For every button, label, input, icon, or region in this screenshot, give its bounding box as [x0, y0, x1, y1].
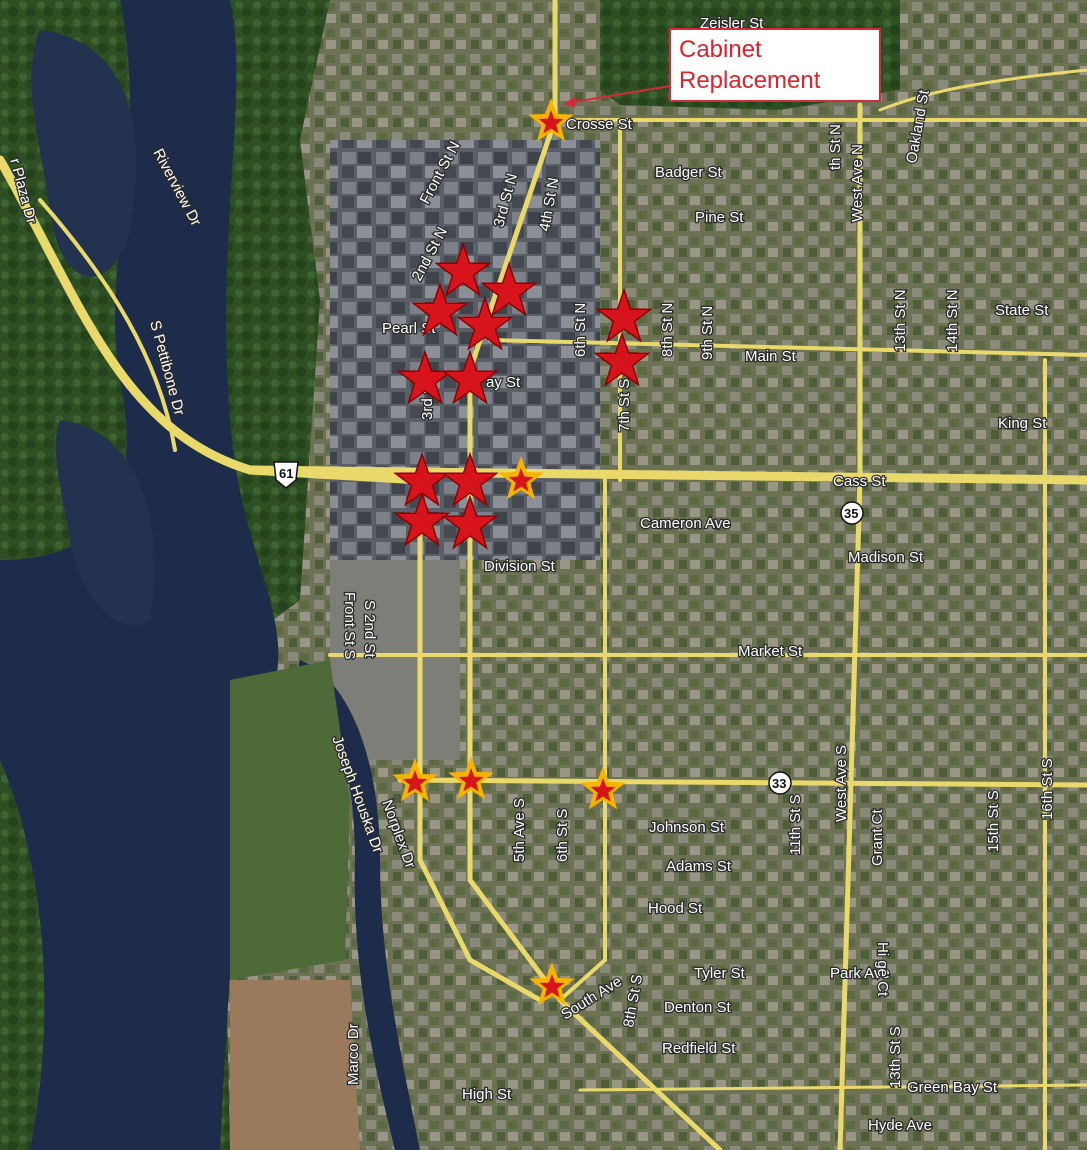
street-label: Grant Ct [869, 808, 886, 866]
red-star-marker[interactable] [441, 494, 499, 550]
sand-lot [230, 980, 360, 1150]
street-label: Badger St [655, 164, 723, 181]
industrial-area [330, 560, 460, 760]
street-label: S 2nd St [361, 600, 378, 658]
cabinet-replacement-callout: Cabinet Replacement [669, 28, 881, 102]
street-label: 6th St S [554, 809, 571, 862]
street-label: 13th St N [892, 289, 909, 352]
gold-star-center [538, 110, 564, 134]
south-park-area [230, 660, 350, 980]
red-star-marker[interactable] [393, 491, 451, 547]
svg-text:61: 61 [279, 466, 293, 481]
wi-35-shield: 35 [840, 501, 864, 525]
street-label: Green Bay St [907, 1079, 998, 1096]
street-label: Marco Dr [345, 1023, 362, 1085]
callout-arrow [567, 85, 671, 104]
street-label: Cameron Ave [640, 515, 731, 532]
street-label: Hood St [648, 900, 703, 917]
street-label: West Ave S [833, 745, 850, 822]
street-label: 15th St S [985, 790, 1002, 852]
street-label: th St N [827, 124, 844, 170]
street-label: Hi ge Ct [874, 942, 891, 997]
callout-arrowhead [564, 96, 576, 108]
street-label: Pine St [695, 209, 744, 226]
red-star-marker[interactable] [593, 331, 651, 387]
street-label: 16th St S [1039, 758, 1056, 820]
gold-star-center [590, 778, 616, 802]
street-label: 13th St S [887, 1026, 904, 1088]
street-label: 14th St N [944, 289, 961, 352]
street-label: Hyde Ave [868, 1117, 932, 1134]
street-label: Front St S [341, 592, 358, 660]
street-label: High St [462, 1086, 512, 1103]
gold-star-center [402, 770, 428, 794]
la-crosse-river [295, 660, 420, 1150]
street-label: Adams St [666, 858, 732, 875]
street-label: Park Ave [830, 965, 890, 982]
street-label: Denton St [664, 999, 732, 1016]
gold-star-center [508, 468, 534, 492]
street-label: Crosse St [566, 116, 633, 133]
svg-text:33: 33 [772, 776, 786, 791]
street-label: 7th St S [616, 379, 633, 432]
callout-line-2: Replacement [679, 67, 821, 94]
red-star-marker[interactable] [595, 287, 653, 343]
street-label: ay St [486, 374, 521, 391]
us-61-shield: 61 [273, 461, 299, 489]
callout-line-1: Cabinet [679, 36, 762, 63]
red-star-marker[interactable] [434, 241, 492, 297]
backwater-lake [31, 30, 136, 277]
street-label: Johnson St [649, 819, 725, 836]
red-star-marker[interactable] [441, 451, 499, 507]
street-label: West Ave N [849, 144, 866, 222]
street-label: 6th St N [572, 303, 589, 357]
street-label: Madison St [848, 549, 924, 566]
street-label: State St [995, 302, 1049, 319]
street-label: 5th Ave S [511, 798, 528, 862]
gold-star-center [458, 768, 484, 792]
street-label: King St [998, 415, 1047, 432]
downtown-area [330, 140, 600, 560]
street-label: Main St [745, 348, 797, 365]
street-label: Division St [484, 558, 556, 575]
street-label: Tyler St [694, 965, 746, 982]
street-label: Redfield St [662, 1040, 736, 1057]
red-star-marker[interactable] [441, 349, 499, 405]
gold-star-center [539, 974, 565, 998]
street-label: Cass St [833, 473, 886, 490]
red-star-marker[interactable] [480, 261, 538, 317]
marina-water [55, 420, 155, 626]
red-star-marker[interactable] [456, 295, 514, 351]
street-label: 8th St N [659, 303, 676, 357]
street-label: 11th St S [787, 794, 804, 855]
star-markers [392, 98, 653, 1006]
street-label: Market St [738, 643, 803, 660]
svg-text:35: 35 [844, 506, 858, 521]
red-star-marker[interactable] [411, 281, 469, 337]
street-label: 9th St N [699, 306, 716, 360]
wi-33-shield: 33 [768, 771, 792, 795]
